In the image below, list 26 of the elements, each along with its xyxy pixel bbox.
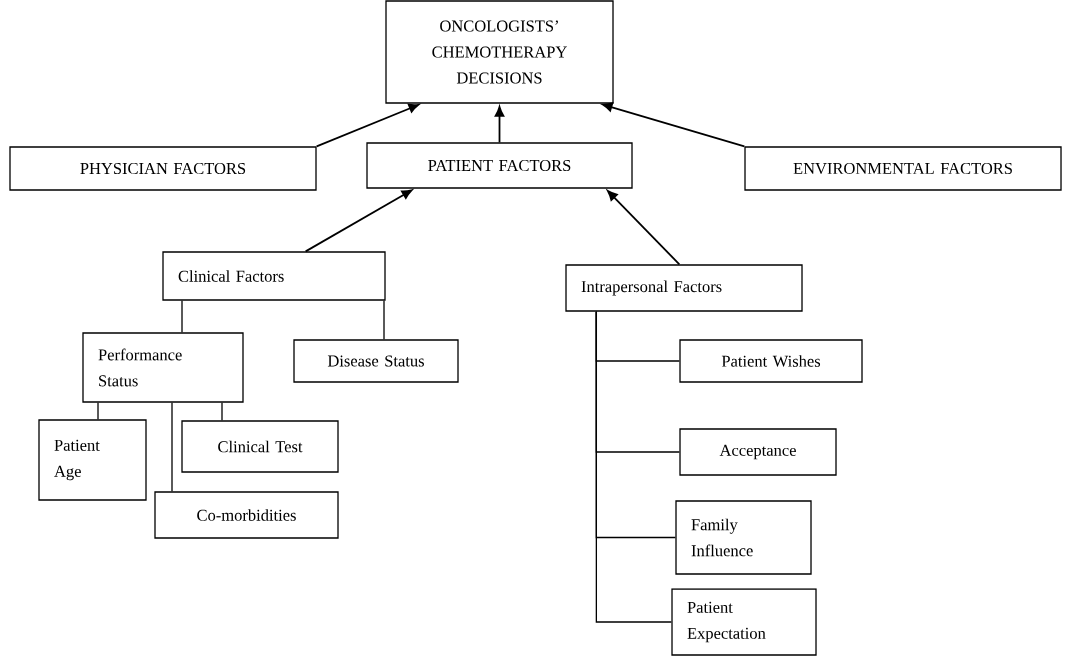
title-box: ONCOLOGISTS’ CHEMOTHERAPY DECISIONS [385,0,614,104]
arrow [494,106,505,144]
factor-box: Patient Wishes [679,339,863,383]
factor-box: ENVIRONMENTAL FACTORS [744,146,1062,191]
factor-box: PATIENT FACTORS [366,142,633,189]
factor-box: PHYSICIAN FACTORS [9,146,317,191]
factor-box: Intrapersonal Factors [565,264,803,312]
factor-box: Patient Age [38,419,147,501]
connector-line [97,402,99,420]
factor-box: Disease Status [293,339,459,383]
factor-box: Family Influence [675,500,812,575]
connector-line [595,311,672,623]
factor-box: Performance Status [82,332,244,403]
factor-box: Clinical Test [181,420,339,473]
factor-box: Acceptance [679,428,837,476]
factor-box: Patient Expectation [671,588,817,656]
connector-line [383,300,385,340]
connector-line [221,402,223,421]
factor-box: Co-morbidities [154,491,339,539]
arrow [601,102,746,148]
connector-line [181,300,183,333]
arrow [304,189,413,253]
arrow [607,190,681,266]
arrow [315,103,420,148]
factor-box: Clinical Factors [162,251,386,301]
connector-line [171,402,173,492]
